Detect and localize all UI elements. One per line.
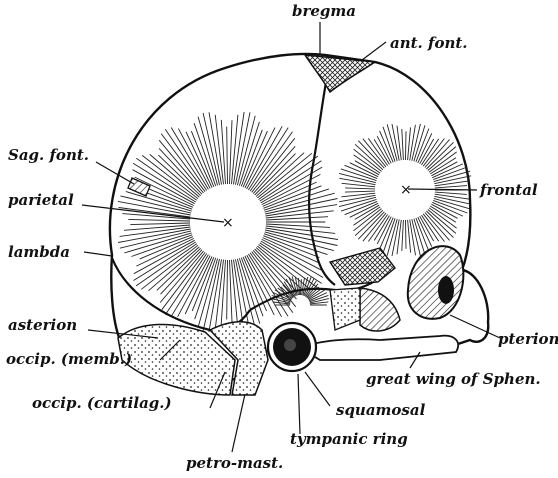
label-squamosal: squamosal [336, 401, 426, 419]
orbit-dark-spot [438, 276, 454, 304]
label-ant-font: ant. font. [390, 34, 468, 52]
label-frontal: frontal [479, 181, 538, 199]
label-sag-font: Sag. font. [8, 146, 89, 164]
label-lambda: lambda [8, 243, 70, 261]
label-petro-mast: petro-mast. [186, 454, 283, 472]
label-tympanic-ring: tympanic ring [290, 430, 408, 448]
parietal-center-mark: × [222, 215, 234, 231]
label-occip-memb: occip. (memb.) [6, 350, 132, 368]
label-occip-cartilag: occip. (cartilag.) [32, 394, 172, 412]
frontal-center-mark: × [400, 182, 412, 198]
tympanic-ring-highlight [284, 339, 296, 351]
label-pterion: pterion [498, 330, 558, 348]
label-parietal: parietal [8, 191, 74, 209]
label-great-wing: great wing of Sphen. [366, 370, 541, 388]
label-bregma: bregma [292, 2, 356, 20]
label-asterion: asterion [8, 316, 77, 334]
